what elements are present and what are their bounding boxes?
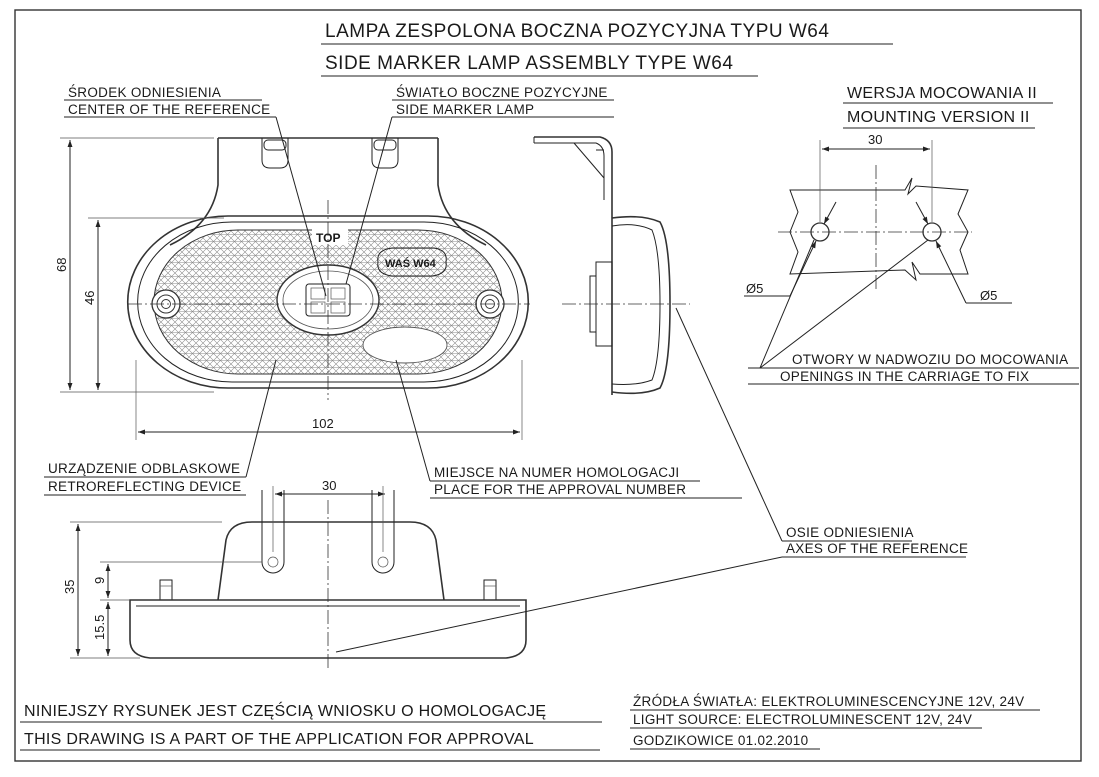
footer-source-pl: ŹRÓDŁA ŚWIATŁA: ELEKTROLUMINESCENCYJNE 1… [633,694,1024,709]
mount-title-pl: WERSJA MOCOWANIA II [847,85,1037,102]
openings-label-en: OPENINGS IN THE CARRIAGE TO FIX [780,369,1029,384]
footer-place-date: GODZIKOWICE 01.02.2010 [633,733,808,748]
callout-center-ref-pl: ŚRODEK ODNIESIENIA [68,85,221,100]
mounting-view: WERSJA MOCOWANIA II MOUNTING VERSION II … [744,85,1079,385]
callout-center-ref-en: CENTER OF THE REFERENCE [68,102,270,117]
callout-axes-en: AXES OF THE REFERENCE [786,541,968,556]
lens-model-mark: WAŚ W64 [385,257,437,270]
title-en: SIDE MARKER LAMP ASSEMBLY TYPE W64 [325,53,733,74]
callout-axes-pl: OSIE ODNIESIENIA [786,525,914,540]
footer: NINIEJSZY RYSUNEK JEST CZĘŚCIĄ WNIOSKU O… [20,694,1040,751]
dim-height-total: 68 [54,258,69,272]
lens-top-mark: TOP [316,231,340,245]
dim-bottom-hole-spacing: 30 [322,478,336,493]
dim-hole-dia-left: Ø5 [746,281,763,296]
side-view [533,136,690,395]
dim-hole-dia-right: Ø5 [980,288,997,303]
footer-note-pl: NINIEJSZY RYSUNEK JEST CZĘŚCIĄ WNIOSKU O… [24,701,546,720]
callout-retro-en: RETROREFLECTING DEVICE [48,479,241,494]
front-view: TOP WAŚ W64 68 46 102 [54,137,530,440]
callout-approval-pl: MIEJSCE NA NUMER HOMOLOGACJI [434,465,679,480]
dim-mount-spacing: 30 [868,132,882,147]
footer-source-en: LIGHT SOURCE: ELECTROLUMINESCENT 12V, 24… [633,712,972,727]
callout-side-marker-en: SIDE MARKER LAMP [396,102,534,117]
bottom-view: 30 35 9 15.5 [62,478,527,668]
callouts: ŚRODEK ODNIESIENIA CENTER OF THE REFEREN… [44,85,968,653]
sheet-border [14,9,1082,762]
mount-title-en: MOUNTING VERSION II [847,109,1030,126]
dim-width-total: 102 [312,416,334,431]
dim-bottom-height-total: 35 [62,580,77,594]
dim-bottom-height-base: 15.5 [92,615,107,640]
callout-retro-pl: URZĄDZENIE ODBLASKOWE [48,461,240,476]
callout-approval-en: PLACE FOR THE APPROVAL NUMBER [434,482,686,497]
callout-side-marker-pl: ŚWIATŁO BOCZNE POZYCYJNE [396,85,608,100]
title-block: LAMPA ZESPOLONA BOCZNA POZYCYJNA TYPU W6… [321,21,893,77]
dim-bottom-height-hole: 9 [92,577,107,584]
footer-note-en: THIS DRAWING IS A PART OF THE APPLICATIO… [24,731,534,748]
openings-label-pl: OTWORY W NADWOZIU DO MOCOWANIA [792,352,1069,367]
title-pl: LAMPA ZESPOLONA BOCZNA POZYCYJNA TYPU W6… [325,21,829,42]
dim-height-lens: 46 [82,291,97,305]
